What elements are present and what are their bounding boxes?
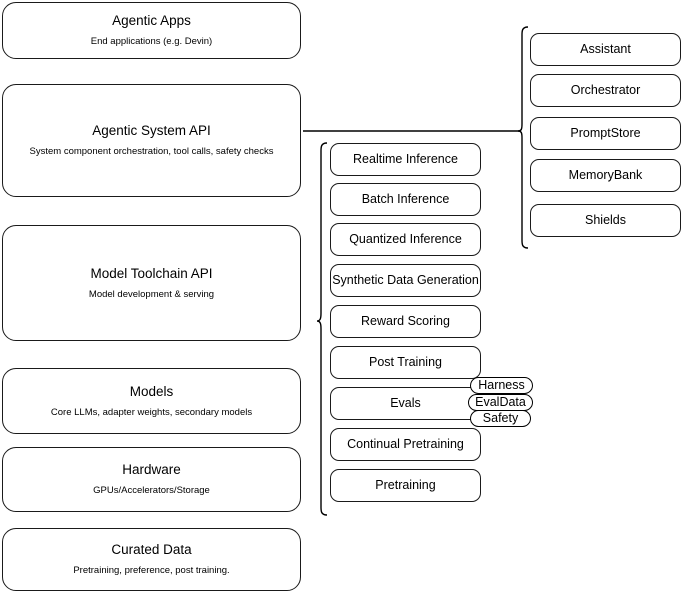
component-label: Assistant	[580, 41, 631, 56]
capability-label: Pretraining	[375, 477, 436, 492]
component-promptstore[interactable]: PromptStore	[530, 117, 681, 150]
capability-pretraining[interactable]: Pretraining	[330, 469, 481, 502]
layer-subtitle: GPUs/Accelerators/Storage	[93, 485, 210, 496]
layer-title: Agentic Apps	[112, 13, 191, 29]
component-orchestrator[interactable]: Orchestrator	[530, 74, 681, 107]
layer-subtitle: System component orchestration, tool cal…	[29, 146, 274, 157]
evals-tag-harness[interactable]: Harness	[470, 377, 533, 394]
capability-label: Realtime Inference	[353, 151, 458, 166]
component-label: PromptStore	[570, 125, 641, 140]
component-shields[interactable]: Shields	[530, 204, 681, 237]
evals-tag-safety[interactable]: Safety	[470, 410, 531, 427]
component-assistant[interactable]: Assistant	[530, 33, 681, 66]
capability-synthetic-data-generation[interactable]: Synthetic Data Generation	[330, 264, 481, 297]
layer-title: Model Toolchain API	[90, 265, 213, 281]
layer-hardware[interactable]: Hardware GPUs/Accelerators/Storage	[2, 447, 301, 512]
capability-label: Evals	[390, 395, 421, 410]
layer-subtitle: Pretraining, preference, post training.	[73, 565, 230, 576]
evals-tag-label: EvalData	[475, 395, 526, 410]
layer-agentic-system-api[interactable]: Agentic System API System component orch…	[2, 84, 301, 197]
component-memorybank[interactable]: MemoryBank	[530, 159, 681, 192]
capability-label: Synthetic Data Generation	[332, 272, 479, 287]
capability-label: Reward Scoring	[361, 313, 450, 328]
layer-subtitle: End applications (e.g. Devin)	[90, 36, 213, 47]
capability-post-training[interactable]: Post Training	[330, 346, 481, 379]
capability-batch-inference[interactable]: Batch Inference	[330, 183, 481, 216]
capability-label: Continual Pretraining	[347, 436, 464, 451]
capability-label: Quantized Inference	[349, 231, 462, 246]
layer-subtitle: Model development & serving	[88, 288, 215, 300]
component-label: MemoryBank	[568, 167, 643, 182]
capability-quantized-inference[interactable]: Quantized Inference	[330, 223, 481, 256]
evals-tag-label: Safety	[482, 411, 519, 426]
layer-curated-data[interactable]: Curated Data Pretraining, preference, po…	[2, 528, 301, 591]
layer-title: Hardware	[122, 462, 181, 478]
layer-models[interactable]: Models Core LLMs, adapter weights, secon…	[2, 368, 301, 434]
capability-label: Batch Inference	[361, 191, 450, 206]
component-label: Shields	[585, 212, 626, 227]
capability-realtime-inference[interactable]: Realtime Inference	[330, 143, 481, 176]
layer-agentic-apps[interactable]: Agentic Apps End applications (e.g. Devi…	[2, 2, 301, 59]
layer-subtitle: Core LLMs, adapter weights, secondary mo…	[50, 406, 253, 418]
component-label: Orchestrator	[570, 82, 641, 97]
capability-label: Post Training	[369, 354, 442, 369]
layer-title: Curated Data	[111, 542, 192, 558]
capability-evals[interactable]: Evals	[330, 387, 481, 420]
layer-title: Models	[129, 383, 174, 399]
evals-tag-evaldata[interactable]: EvalData	[468, 394, 533, 411]
capability-reward-scoring[interactable]: Reward Scoring	[330, 305, 481, 338]
evals-tag-label: Harness	[478, 378, 525, 393]
layer-title: Agentic System API	[92, 123, 211, 139]
capability-continual-pretraining[interactable]: Continual Pretraining	[330, 428, 481, 461]
layer-model-toolchain-api[interactable]: Model Toolchain API Model development & …	[2, 225, 301, 341]
